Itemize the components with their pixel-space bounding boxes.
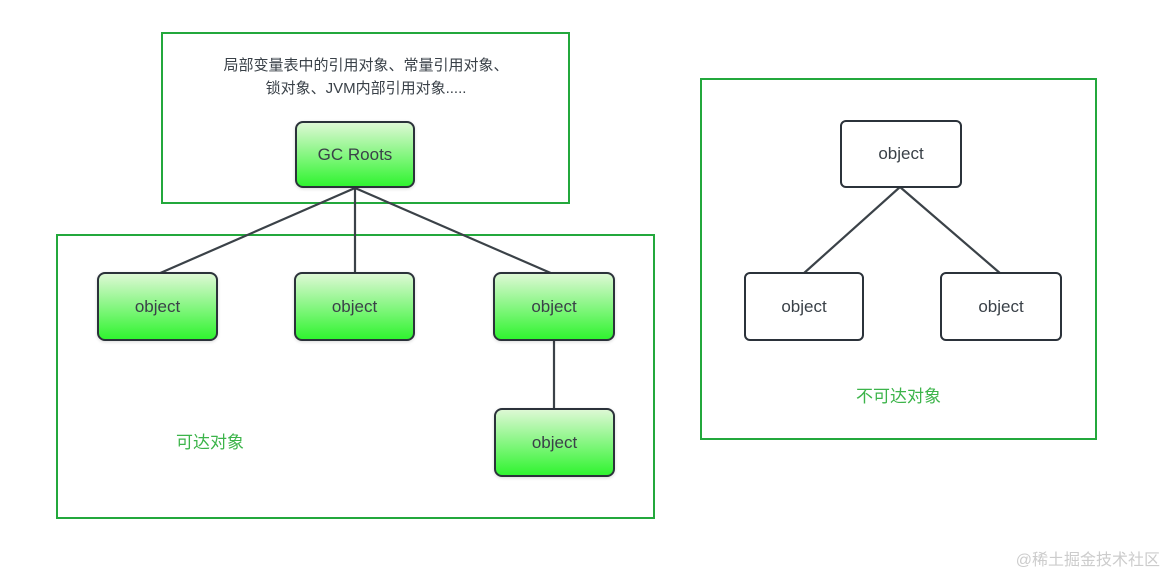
object-node-label: object [531,296,577,316]
reachable-object-node-1: object [97,272,218,341]
reachable-object-node-3: object [493,272,615,341]
reachable-group-label: 可达对象 [176,433,244,452]
gc-roots-description: 局部变量表中的引用对象、常量引用对象、 锁对象、JVM内部引用对象..... [166,54,566,100]
object-node-label: object [878,144,924,163]
object-node-label: object [331,296,378,316]
watermark: @稀土掘金技术社区 [1015,552,1160,569]
unreachable-object-node-1: object [840,120,962,188]
unreachable-object-node-3: object [940,272,1062,341]
object-node-label: object [531,432,578,452]
unreachable-group-label: 不可达对象 [856,387,941,406]
reachable-object-node-2: object [294,272,415,341]
unreachable-objects-panel [700,78,1097,440]
gc-roots-description-line1: 局部变量表中的引用对象、常量引用对象、 [223,57,509,74]
gc-roots-description-line2: 锁对象、JVM内部引用对象..... [265,80,467,97]
object-node-label: object [134,296,181,316]
object-node-label: object [781,296,827,316]
reachable-object-node-4: object [494,408,615,477]
gc-roots-node: GC Roots [295,121,415,188]
gc-roots-node-label: GC Roots [317,144,393,164]
unreachable-object-node-2: object [744,272,864,341]
object-node-label: object [978,296,1024,316]
